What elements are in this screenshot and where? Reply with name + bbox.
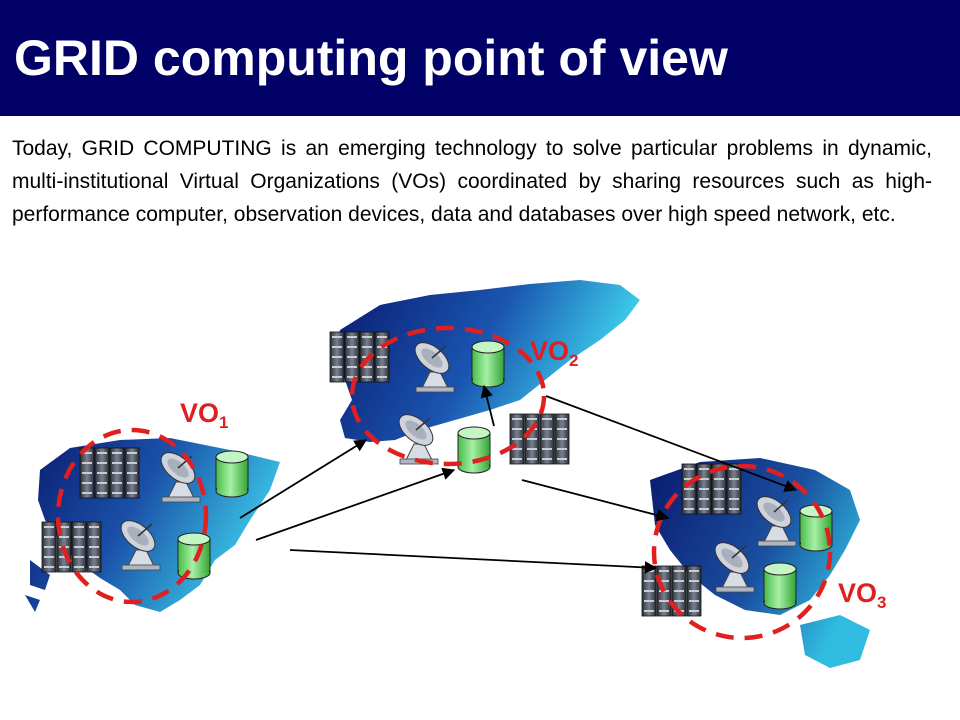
vo2-group [330, 325, 569, 474]
arrow-icon [255, 467, 456, 541]
title-bar: GRID computing point of view [0, 0, 960, 116]
vo3-group [642, 463, 833, 641]
vo1-group [42, 427, 249, 605]
vo3-ring [651, 463, 833, 641]
server-rack-icon [510, 414, 569, 464]
slide-title: GRID computing point of view [14, 30, 728, 86]
vo2-label: VO2 [530, 336, 578, 370]
connection-arrows [239, 384, 798, 574]
database-cylinder-icon [177, 532, 211, 580]
server-rack-icon [642, 566, 701, 616]
database-cylinder-icon [457, 426, 491, 474]
vo2-ring [349, 325, 547, 467]
slide-body-text: Today, GRID COMPUTING is an emerging tec… [12, 137, 932, 226]
database-cylinder-icon [471, 340, 505, 388]
arrow-icon [521, 479, 670, 522]
database-cylinder-icon [215, 450, 249, 498]
vo3-label: VO3 [838, 578, 886, 612]
grid-vo-diagram: VO1 VO2 VO3 [25, 280, 886, 668]
arrow-icon [289, 549, 658, 574]
vo1-label: VO1 [180, 398, 228, 432]
database-cylinder-icon [763, 562, 797, 610]
arrow-icon [545, 395, 798, 492]
database-cylinder-icon [799, 504, 833, 552]
vo1-ring [55, 427, 209, 605]
arrow-icon [480, 384, 495, 427]
arrow-icon [239, 439, 368, 519]
